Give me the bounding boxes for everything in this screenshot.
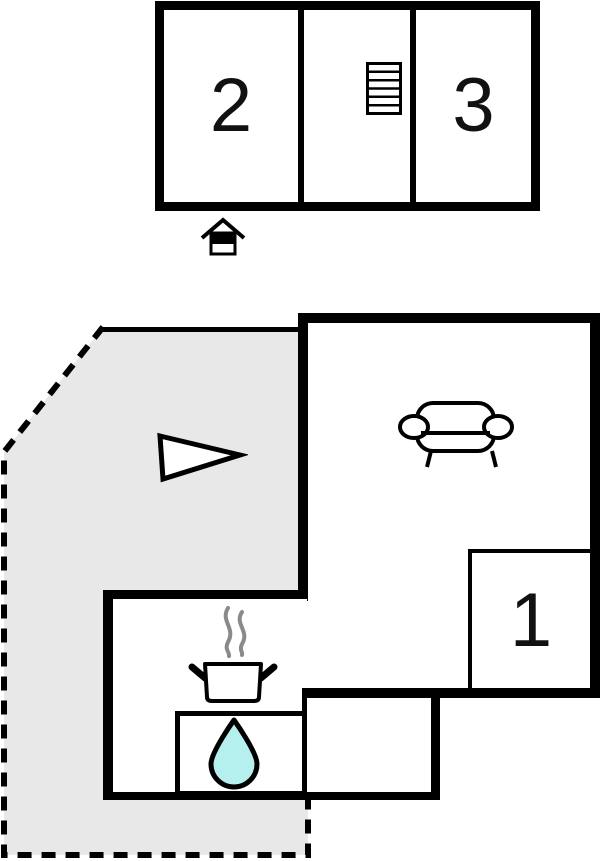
water-drop-shape (208, 717, 260, 790)
room-3-label: 3 (452, 63, 495, 148)
living-room-bottom-wall (302, 688, 600, 698)
direction-arrow-icon (157, 432, 248, 483)
room-3-area: 3 (416, 10, 531, 202)
room-1-area: 1 (468, 549, 600, 698)
terrace-dashed-boundary (0, 325, 311, 858)
stove-pot-steam-icon (188, 606, 278, 703)
house-entrance-icon (200, 217, 246, 256)
upper-floor-wall-divider-right (410, 10, 416, 202)
pot-body (203, 662, 263, 703)
steam-right (237, 610, 247, 657)
room-1-label: 1 (509, 577, 553, 663)
living-room-left-wall (298, 313, 308, 601)
room-2-area: 2 (164, 10, 298, 202)
upper-floor-wall-divider-left (298, 10, 304, 202)
sofa-icon (398, 401, 514, 468)
room-2-label: 2 (209, 63, 253, 148)
steam-left (223, 606, 233, 658)
hallway-area (302, 688, 440, 800)
water-drop-icon (208, 717, 260, 790)
upper-floor-outline (155, 1, 540, 211)
stairs-icon (366, 62, 402, 115)
